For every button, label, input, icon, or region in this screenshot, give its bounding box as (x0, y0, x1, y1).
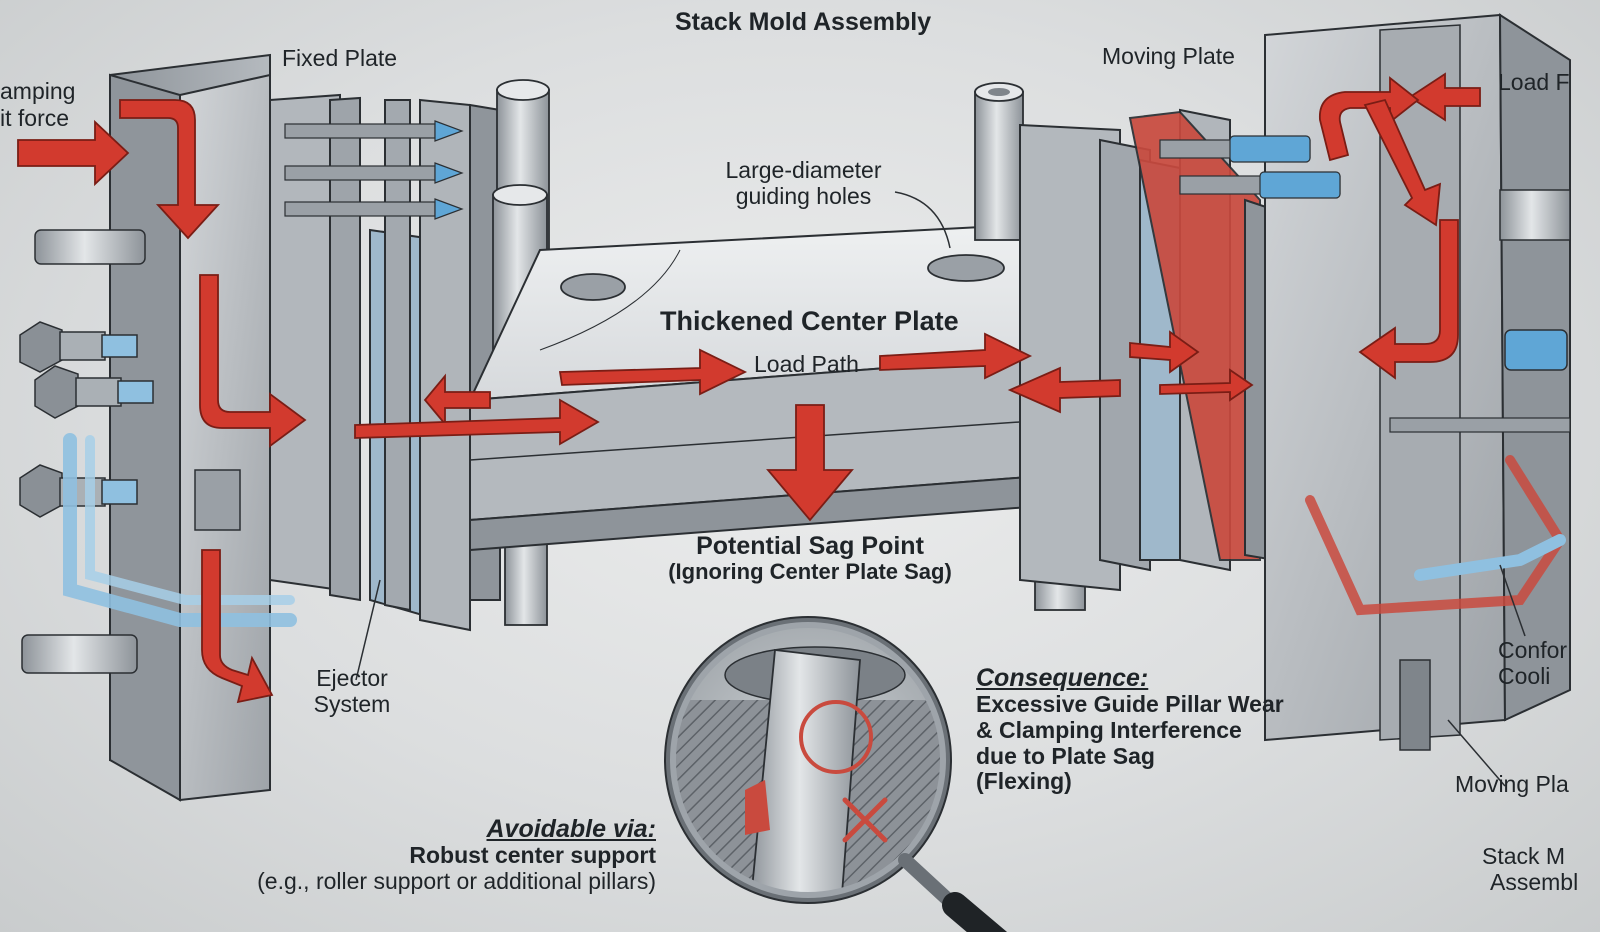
guiding-holes-line1: Large-diameter (725, 157, 882, 183)
fixed-plate-arrow-low (201, 549, 274, 704)
ejector-line1: Ejector (316, 665, 388, 691)
moving-stack-arrow (1129, 330, 1200, 374)
center-plate-arrow-left (423, 373, 491, 427)
sag-arrow (766, 404, 854, 522)
center-plate-arrow-inner (354, 398, 600, 446)
stack-line1: Stack M (1482, 843, 1566, 869)
consequence-line1: Excessive Guide Pillar Wear (976, 691, 1284, 717)
avoidable-block: Avoidable via: Robust center support (e.… (160, 815, 656, 895)
moving-plate-loop-arrow (1319, 76, 1420, 162)
moving-plate-stack (1019, 13, 1571, 751)
label-sag-point: Potential Sag Point (Ignoring Center Pla… (640, 532, 980, 585)
ejector-line2: System (313, 690, 391, 717)
clamping-force-arrow (17, 119, 130, 187)
consequence-line2: & Clamping Interference (976, 716, 1242, 743)
consequence-block: Consequence: Excessive Guide Pillar Wear… (976, 664, 1284, 795)
label-guiding-holes: Large-diameter guiding holes (716, 157, 891, 210)
leader-lines (355, 191, 1526, 787)
label-clamping-line2: it force (0, 105, 70, 131)
ejector-stack (269, 93, 501, 632)
label-stack-mold: Stack M Assembl (1482, 843, 1579, 896)
fixed-plate-arrow-mid (199, 274, 307, 448)
label-conformal-cooling: Confor Cooli (1498, 637, 1568, 690)
label-moving-plate-top: Moving Plate (1102, 43, 1235, 69)
consequence-line4: (Flexing) (976, 768, 1072, 795)
center-plate-arrow-right-top (879, 332, 1033, 380)
center-plate (468, 223, 1122, 552)
moving-stack-arrow-dashed (1159, 368, 1254, 402)
avoidable-line2: (e.g., roller support or additional pill… (257, 867, 656, 894)
label-moving-plate-bottom: Moving Pla (1455, 771, 1569, 797)
diagram-title: Stack Mold Assembly (675, 8, 932, 36)
label-load-path: Load Path (754, 351, 859, 377)
avoidable-heading: Avoidable via: (486, 815, 657, 843)
consequence-line3: due to Plate Sag (976, 742, 1155, 769)
fixed-plate (19, 53, 297, 802)
consequence-heading: Consequence: (976, 664, 1149, 692)
ejector-rods (284, 120, 464, 220)
stack-line2: Assembl (1490, 868, 1579, 895)
avoidable-line1: Robust center support (409, 842, 656, 868)
label-center-plate: Thickened Center Plate (660, 306, 959, 336)
conformal-line1: Confor (1498, 637, 1568, 663)
label-clamping-line1: amping (0, 78, 76, 104)
sag-point-line2: (Ignoring Center Plate Sag) (668, 559, 952, 584)
conformal-line2: Cooli (1498, 662, 1551, 689)
label-ejector-system: Ejector System (300, 665, 404, 718)
label-fixed-plate: Fixed Plate (282, 45, 398, 71)
center-plate-arrow-right-back (1007, 366, 1121, 414)
hex-fittings (19, 321, 154, 518)
moving-plate-return-arrow (1358, 219, 1459, 380)
load-arrow-right (1408, 72, 1481, 122)
label-load-right: Load F (1498, 69, 1570, 95)
fixed-plate-arrow-top (119, 99, 221, 240)
moving-plate-down-arrow (1363, 98, 1442, 227)
magnifier-detail (664, 616, 1008, 932)
guiding-holes-line2: guiding holes (735, 182, 872, 209)
sag-point-line1: Potential Sag Point (696, 532, 924, 560)
center-plate-arrow-top (558, 348, 748, 396)
load-path-arrows (17, 72, 1481, 704)
